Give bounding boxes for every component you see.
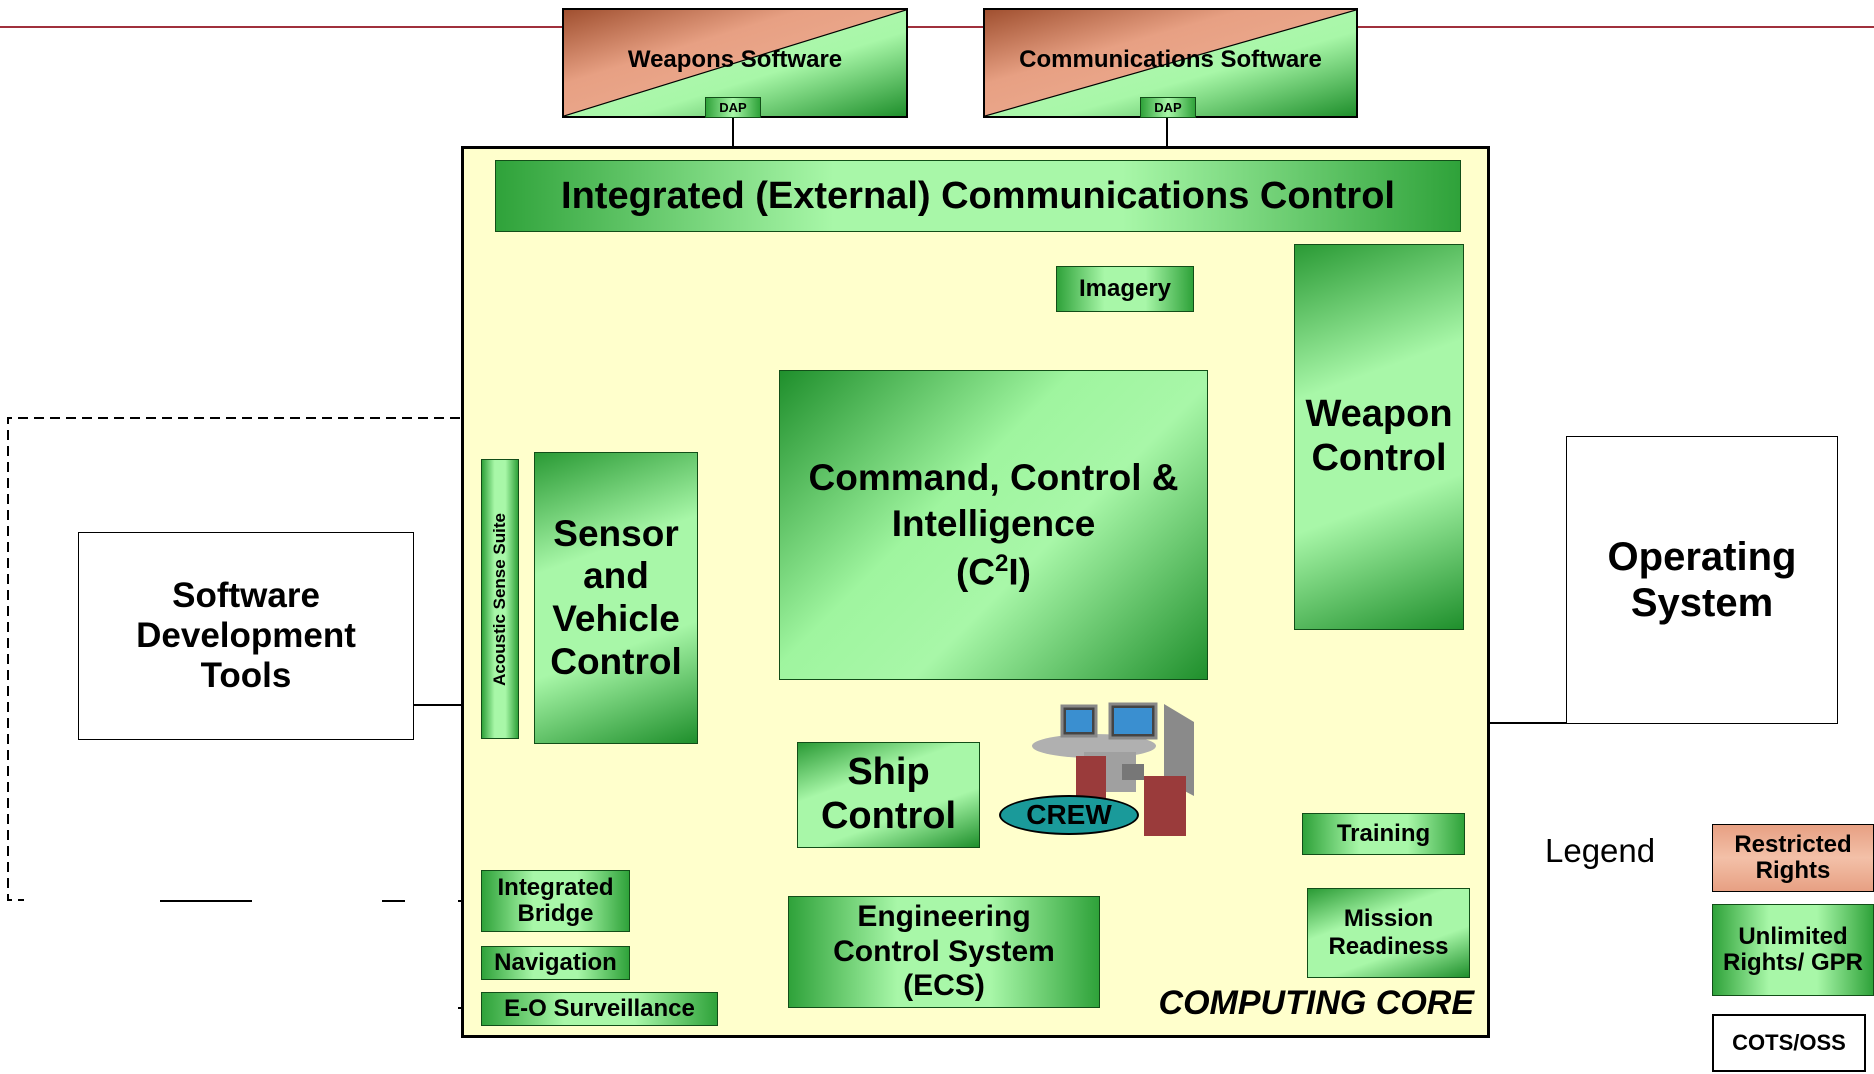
eo-surveillance-box: E-O Surveillance — [481, 992, 718, 1026]
c2i-box: Command, Control & Intelligence (C2I) — [779, 370, 1208, 680]
navigation-box: Navigation — [481, 946, 630, 980]
legend-cots: COTS/OSS — [1712, 1014, 1866, 1072]
c2i-label-line1: Command, Control & — [808, 456, 1179, 498]
acoustic-sense-suite-box: Acoustic Sense Suite — [481, 459, 519, 739]
dap-label: DAP — [1154, 100, 1182, 115]
weapon-control-label: Weapon Control — [1305, 393, 1453, 479]
communications-software-label: Communications Software — [1019, 46, 1322, 73]
communications-dap-box: DAP — [1140, 97, 1196, 118]
navigation-label: Navigation — [494, 949, 617, 976]
c2i-label-line3: (C2I) — [956, 550, 1031, 594]
engineering-control-box: Engineering Control System (ECS) — [788, 896, 1100, 1008]
imagery-label: Imagery — [1078, 275, 1172, 302]
rights-split-graphic — [985, 10, 1356, 116]
sensor-vehicle-label: Sensor and Vehicle Control — [550, 512, 682, 682]
legend-title: Legend — [1545, 832, 1656, 869]
integrated-bridge-label: Integrated Bridge — [497, 873, 614, 927]
imagery-box: Imagery — [1056, 266, 1194, 312]
rights-split-graphic — [564, 10, 906, 116]
crew-workstation-illustration — [1032, 702, 1194, 836]
eo-surveillance-label: E-O Surveillance — [504, 995, 695, 1022]
external-comms-control: Integrated (External) Communications Con… — [495, 160, 1461, 232]
operating-system-label: Operating System — [1607, 535, 1797, 625]
software-dev-tools-label: Software Development Tools — [136, 575, 356, 696]
legend-unlimited: Unlimited Rights/ GPR — [1712, 904, 1874, 996]
integrated-bridge-box: Integrated Bridge — [481, 870, 630, 932]
c2i-prefix: (C — [955, 550, 996, 592]
c2i-label-line2: Intelligence — [891, 503, 1096, 545]
weapons-software-label: Weapons Software — [627, 46, 843, 73]
weapon-control-box: Weapon Control — [1294, 244, 1464, 630]
engineering-label: Engineering Control System (ECS) — [833, 900, 1055, 1003]
legend-cots-label: COTS/OSS — [1732, 1030, 1846, 1056]
computing-core-label: COMPUTING CORE — [1158, 984, 1474, 1022]
software-dev-tools-box: Software Development Tools — [78, 532, 414, 740]
ship-control-box: Ship Control — [797, 742, 980, 848]
legend-restricted: Restricted Rights — [1712, 824, 1874, 892]
mission-readiness-box: Mission Readiness — [1307, 888, 1470, 978]
sensor-vehicle-control-box: Sensor and Vehicle Control — [534, 452, 698, 744]
external-comms-label: Integrated (External) Communications Con… — [561, 174, 1395, 217]
c2i-suffix: I) — [1008, 550, 1031, 592]
operating-system-box: Operating System — [1566, 436, 1838, 724]
mission-readiness-label: Mission Readiness — [1328, 905, 1449, 960]
weapons-software-box: Weapons Software — [562, 8, 908, 118]
crew-label: CREW — [1026, 799, 1112, 830]
crew-badge: CREW — [999, 795, 1139, 835]
dap-label: DAP — [719, 100, 747, 115]
legend-restricted-label: Restricted Rights — [1734, 830, 1852, 884]
ship-control-label: Ship Control — [820, 751, 957, 837]
acoustic-label: Acoustic Sense Suite — [490, 512, 509, 686]
training-box: Training — [1302, 813, 1465, 855]
legend-unlimited-label: Unlimited Rights/ GPR — [1722, 922, 1863, 976]
weapons-dap-box: DAP — [705, 97, 761, 118]
c2i-superscript: 2 — [995, 549, 1009, 577]
training-label: Training — [1336, 820, 1431, 847]
